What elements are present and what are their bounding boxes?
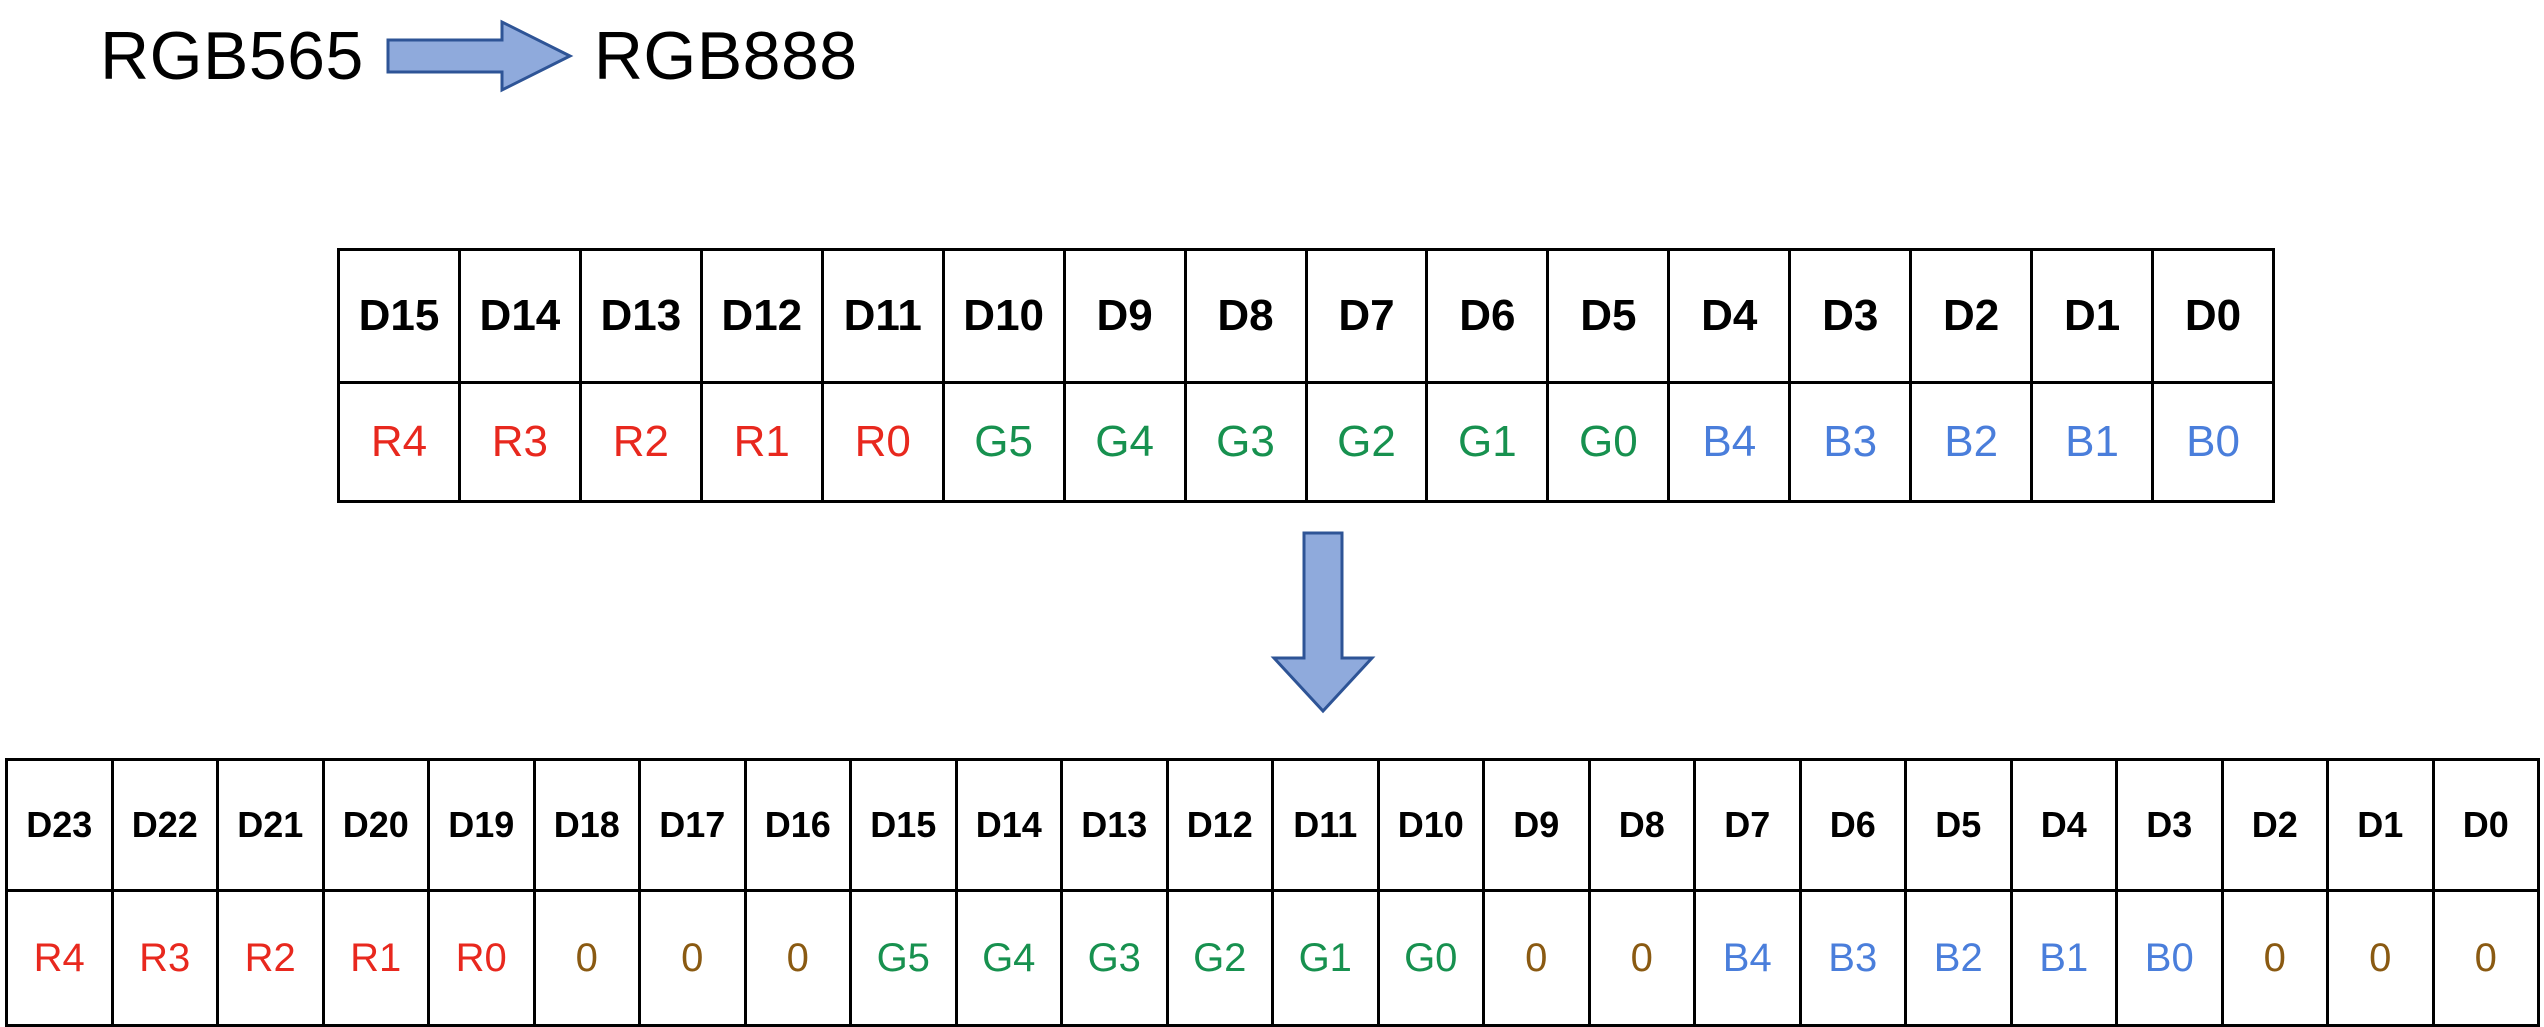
bit-value-cell: 0	[532, 889, 641, 1027]
bit-index-cell: D13	[578, 248, 703, 384]
bit-value-cell: B0	[2115, 889, 2224, 1027]
bit-index-cell: D12	[1165, 758, 1274, 892]
bit-value-cell: 0	[743, 889, 852, 1027]
bit-index-cell: D1	[2030, 248, 2155, 384]
bit-value-cell: R1	[321, 889, 430, 1027]
bit-value-cell: 0	[638, 889, 747, 1027]
bit-value-cell: 0	[2220, 889, 2329, 1027]
rgb565-bit-table: D15 D14 D13 D12 D11 D10 D9 D8 D7 D6 D5 D…	[337, 248, 2275, 503]
bit-value-cell: R4	[5, 889, 114, 1027]
bit-index-cell: D8	[1183, 248, 1308, 384]
bit-value-cell: 0	[1587, 889, 1696, 1027]
bit-index-cell: D21	[216, 758, 325, 892]
bit-value-cell: R3	[110, 889, 219, 1027]
bit-index-cell: D6	[1425, 248, 1550, 384]
bit-index-cell: D22	[110, 758, 219, 892]
bit-index-cell: D23	[5, 758, 114, 892]
rgb565-header-row: D15 D14 D13 D12 D11 D10 D9 D8 D7 D6 D5 D…	[337, 248, 2275, 384]
bit-index-cell: D11	[1271, 758, 1380, 892]
bit-index-cell: D17	[638, 758, 747, 892]
bit-index-cell: D0	[2431, 758, 2540, 892]
bit-value-cell: G1	[1271, 889, 1380, 1027]
bit-index-cell: D4	[1667, 248, 1792, 384]
bit-value-cell: G0	[1546, 381, 1671, 503]
bit-value-cell: R1	[699, 381, 824, 503]
bit-value-cell: R2	[578, 381, 703, 503]
bit-index-cell: D2	[2220, 758, 2329, 892]
bit-value-cell: G5	[941, 381, 1066, 503]
bit-value-cell: G2	[1304, 381, 1429, 503]
bit-index-cell: D6	[1798, 758, 1907, 892]
source-format-label: RGB565	[100, 18, 364, 94]
bit-index-cell: D15	[337, 248, 461, 384]
bit-index-cell: D11	[820, 248, 945, 384]
bit-index-cell: D3	[1788, 248, 1913, 384]
bit-value-cell: R0	[820, 381, 945, 503]
bit-value-cell: B1	[2009, 889, 2118, 1027]
bit-value-cell: 0	[2431, 889, 2540, 1027]
bit-index-cell: D5	[1546, 248, 1671, 384]
bit-value-cell: B4	[1693, 889, 1802, 1027]
rgb888-bit-table: D23 D22 D21 D20 D19 D18 D17 D16 D15 D14 …	[5, 758, 2540, 1027]
bit-index-cell: D16	[743, 758, 852, 892]
bit-value-cell: R4	[337, 381, 461, 503]
bit-index-cell: D7	[1304, 248, 1429, 384]
bit-index-cell: D9	[1482, 758, 1591, 892]
bit-index-cell: D8	[1587, 758, 1696, 892]
bit-index-cell: D9	[1062, 248, 1187, 384]
bit-value-cell: G0	[1376, 889, 1485, 1027]
conversion-title: RGB565 RGB888	[100, 8, 858, 104]
bit-index-cell: D18	[532, 758, 641, 892]
bit-value-cell: G3	[1183, 381, 1308, 503]
bit-value-cell: R3	[457, 381, 582, 503]
bit-index-cell: D10	[1376, 758, 1485, 892]
bit-index-cell: D19	[427, 758, 536, 892]
bit-index-cell: D5	[1904, 758, 2013, 892]
bit-index-cell: D10	[941, 248, 1066, 384]
bit-value-cell: B1	[2030, 381, 2155, 503]
bit-index-cell: D3	[2115, 758, 2224, 892]
bit-value-cell: B3	[1788, 381, 1913, 503]
bit-value-cell: G4	[954, 889, 1063, 1027]
bit-index-cell: D14	[954, 758, 1063, 892]
bit-value-cell: R0	[427, 889, 536, 1027]
target-format-label: RGB888	[593, 18, 858, 94]
bit-value-cell: B2	[1904, 889, 2013, 1027]
rgb888-header-row: D23 D22 D21 D20 D19 D18 D17 D16 D15 D14 …	[5, 758, 2540, 892]
bit-index-cell: D4	[2009, 758, 2118, 892]
bit-value-cell: G1	[1425, 381, 1550, 503]
bit-index-cell: D20	[321, 758, 430, 892]
bit-index-cell: D14	[457, 248, 582, 384]
arrow-down-icon	[1268, 530, 1378, 715]
rgb888-value-row: R4 R3 R2 R1 R0 0 0 0 G5 G4 G3 G2 G1 G0 0…	[5, 889, 2540, 1027]
bit-value-cell: B3	[1798, 889, 1907, 1027]
bit-value-cell: G2	[1165, 889, 1274, 1027]
bit-value-cell: B2	[1909, 381, 2034, 503]
rgb565-value-row: R4 R3 R2 R1 R0 G5 G4 G3 G2 G1 G0 B4 B3 B…	[337, 381, 2275, 503]
bit-index-cell: D0	[2151, 248, 2275, 384]
bit-index-cell: D1	[2326, 758, 2435, 892]
bit-index-cell: D15	[849, 758, 958, 892]
bit-value-cell: B4	[1667, 381, 1792, 503]
bit-value-cell: G3	[1060, 889, 1169, 1027]
bit-value-cell: B0	[2151, 381, 2275, 503]
bit-index-cell: D7	[1693, 758, 1802, 892]
arrow-right-icon	[364, 8, 594, 104]
bit-value-cell: G4	[1062, 381, 1187, 503]
bit-index-cell: D2	[1909, 248, 2034, 384]
bit-index-cell: D13	[1060, 758, 1169, 892]
bit-value-cell: R2	[216, 889, 325, 1027]
bit-value-cell: G5	[849, 889, 958, 1027]
bit-index-cell: D12	[699, 248, 824, 384]
bit-value-cell: 0	[1482, 889, 1591, 1027]
bit-value-cell: 0	[2326, 889, 2435, 1027]
